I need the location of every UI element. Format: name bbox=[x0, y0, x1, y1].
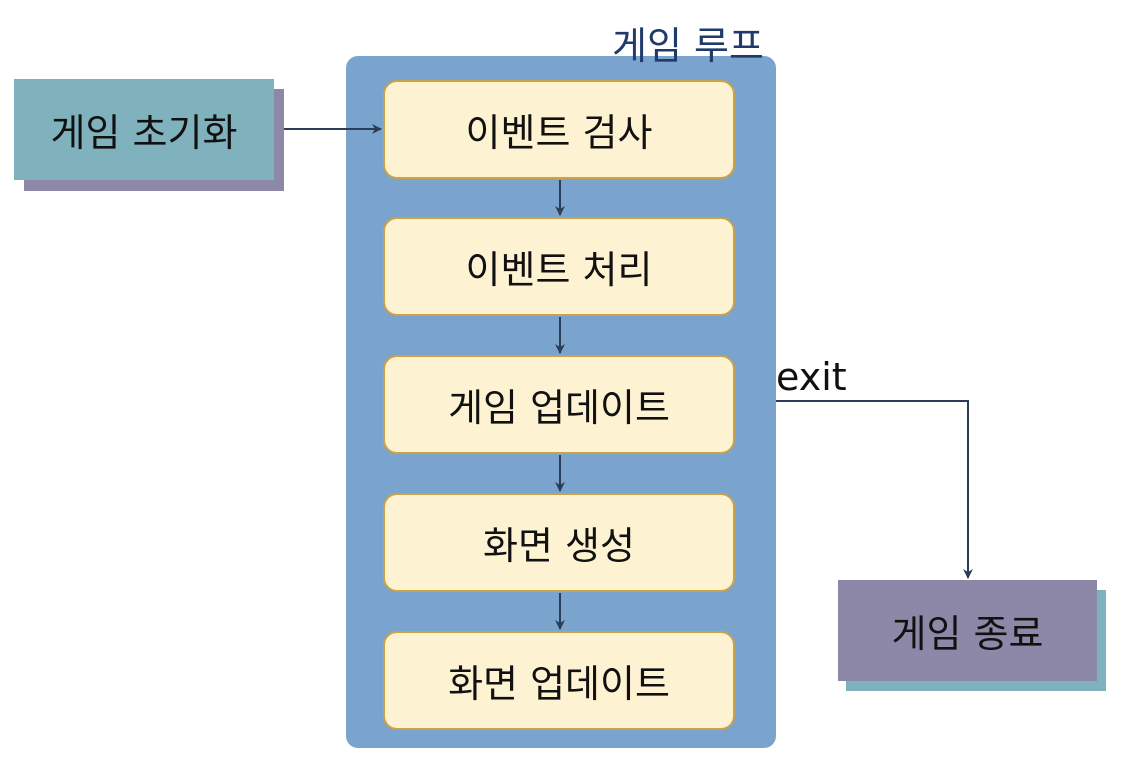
arrow-exit-to-end bbox=[776, 400, 973, 579]
step-render: 화면 생성 bbox=[383, 493, 735, 592]
step-screen-update: 화면 업데이트 bbox=[383, 631, 735, 730]
step-game-update: 게임 업데이트 bbox=[383, 355, 735, 454]
step-event-check: 이벤트 검사 bbox=[383, 80, 735, 179]
game-init-box: 게임 초기화 bbox=[14, 79, 274, 180]
exit-label: exit bbox=[776, 355, 847, 399]
loop-title: 게임 루프 bbox=[612, 24, 764, 68]
game-end-box: 게임 종료 bbox=[838, 580, 1097, 681]
step-event-handle: 이벤트 처리 bbox=[383, 217, 735, 316]
